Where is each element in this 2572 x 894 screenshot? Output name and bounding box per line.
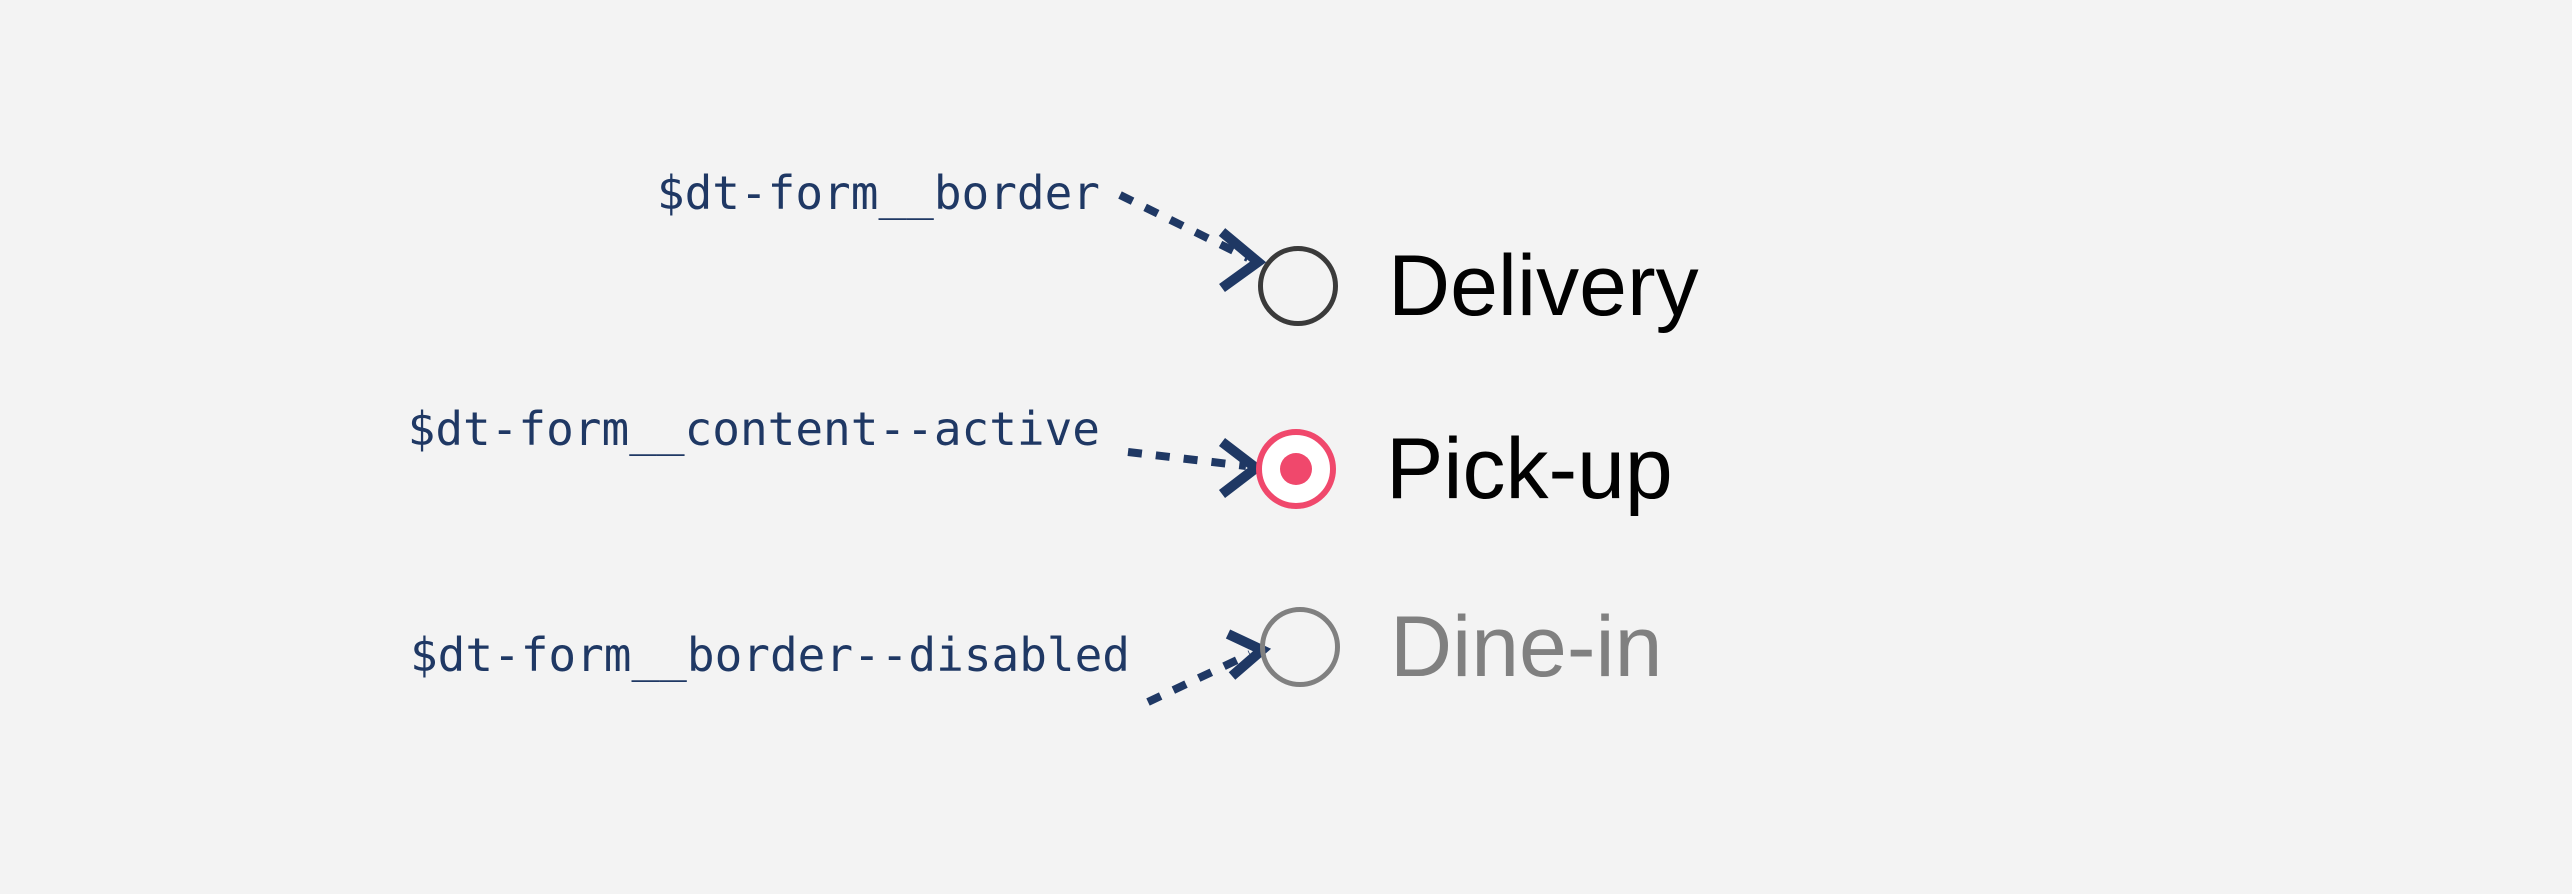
radio-option-pickup[interactable]: Pick-up xyxy=(1256,426,1673,512)
annotation-arrow-1 xyxy=(1118,191,1267,293)
radio-circle-icon-dinein-disabled xyxy=(1260,607,1340,687)
annotation-arrow-2 xyxy=(1127,438,1265,498)
radio-option-dinein: Dine-in xyxy=(1260,604,1662,690)
annotation-label-content-active: $dt-form__content--active xyxy=(407,402,1100,456)
radio-circle-selected-icon-pickup[interactable] xyxy=(1256,429,1336,509)
radio-label-delivery[interactable]: Delivery xyxy=(1388,238,1699,334)
annotation-label-border-disabled: $dt-form__border--disabled xyxy=(409,628,1130,682)
annotation-arrow-3 xyxy=(1146,629,1272,706)
radio-option-delivery[interactable]: Delivery xyxy=(1258,243,1699,329)
annotation-label-border: $dt-form__border xyxy=(656,166,1100,220)
radio-label-pickup[interactable]: Pick-up xyxy=(1386,421,1673,517)
radio-label-dinein: Dine-in xyxy=(1390,599,1663,695)
radio-circle-icon-delivery[interactable] xyxy=(1258,246,1338,326)
radio-dot-icon xyxy=(1280,453,1312,485)
